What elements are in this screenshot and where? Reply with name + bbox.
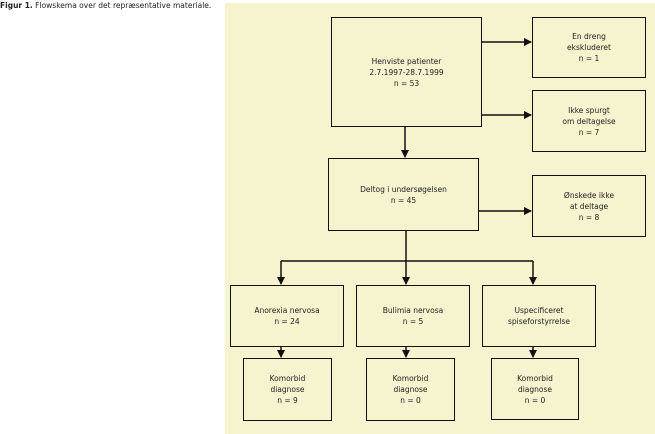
box-unspecified: Uspecificeret spiseforstyrrelse <box>482 285 596 347</box>
box-text: Henviste patienter <box>371 56 442 66</box>
box-count: n = 53 <box>393 78 420 88</box>
box-referred-patients: Henviste patienter 2.7.1997-28.7.1999 n … <box>331 17 482 127</box>
box-bulimia: Bulimia nervosa n = 5 <box>356 285 470 347</box>
box-text: at deltage <box>569 201 609 211</box>
box-excluded: En dreng ekskluderet n = 1 <box>532 17 646 78</box>
box-text: Komorbid <box>392 374 429 383</box>
box-text: diagnose <box>517 384 553 394</box>
box-text: En dreng <box>572 32 606 41</box>
box-count: n = 8 <box>578 212 600 222</box>
box-text: Ønskede ikke <box>563 190 615 200</box>
box-comorbid-bulimia: Komorbid diagnose n = 0 <box>366 358 455 421</box>
box-count: n = 5 <box>402 317 424 326</box>
box-not-asked: Ikke spurgt om deltagelse n = 7 <box>532 90 646 152</box>
box-text: diagnose <box>393 385 428 394</box>
box-participated: Deltog i undersøgelsen n = 45 <box>328 158 479 231</box>
box-count: n = 45 <box>390 195 417 205</box>
box-text: om deltagelse <box>562 116 616 126</box>
box-count: n = 1 <box>578 54 600 63</box>
box-text: Komorbid <box>517 373 553 383</box>
caption-label: Figur 1. <box>0 1 33 10</box>
box-comorbid-unspecified: Komorbid diagnose n = 0 <box>491 358 579 420</box>
box-comorbid-anorexia: Komorbid diagnose n = 9 <box>243 358 332 421</box>
box-anorexia: Anorexia nervosa n = 24 <box>230 285 344 347</box>
box-count: n = 9 <box>277 396 298 405</box>
box-count: n = 7 <box>578 127 600 137</box>
box-text: Komorbid <box>269 374 306 383</box>
box-text: Bulimia nervosa <box>382 306 444 315</box>
box-text: Uspecificeret <box>514 306 564 315</box>
box-count: n = 0 <box>524 395 546 405</box>
box-text: spiseforstyrrelse <box>508 317 570 326</box>
box-text: Anorexia nervosa <box>254 306 320 315</box>
box-text: Deltog i undersøgelsen <box>360 184 447 194</box>
box-text: ekskluderet <box>567 43 611 52</box>
box-text: Ikke spurgt <box>568 105 610 115</box>
box-text: 2.7.1997-28.7.1999 <box>369 67 444 77</box>
caption-text: Flowskema over det repræsentative materi… <box>35 1 212 10</box>
box-count: n = 0 <box>400 396 421 405</box>
box-text: diagnose <box>270 385 305 394</box>
box-count: n = 24 <box>274 317 300 326</box>
box-declined: Ønskede ikke at deltage n = 8 <box>532 175 646 237</box>
figure-caption: Figur 1. Flowskema over det repræsentati… <box>0 1 215 11</box>
